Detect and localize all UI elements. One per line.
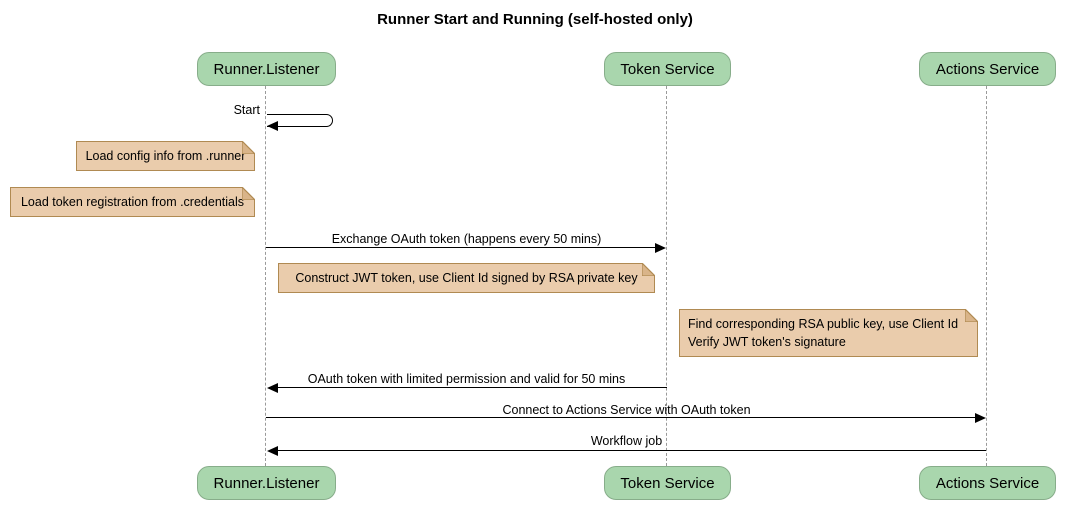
note-fold-corner-icon (242, 187, 255, 200)
message-start-arrowhead (267, 121, 278, 131)
diagram-title: Runner Start and Running (self-hosted on… (377, 11, 693, 28)
message-connect-actions-arrowhead (975, 413, 986, 423)
note-text: Load token registration from .credential… (20, 195, 245, 209)
message-workflow-job-arrowhead (267, 446, 278, 456)
note-text: Load config info from .runner (85, 149, 246, 163)
message-oauth-return-arrowhead (267, 383, 278, 393)
participant-actions-service-top: Actions Service (919, 52, 1056, 86)
note-load-token-registration: Load token registration from .credential… (10, 187, 255, 217)
message-connect-actions-line (266, 417, 981, 418)
lifeline-token-service (666, 86, 667, 466)
message-start-self-loop (267, 114, 333, 127)
message-workflow-job-line (272, 450, 986, 451)
participant-label: Actions Service (935, 474, 1040, 492)
participant-runner-listener-top: Runner.Listener (197, 52, 336, 86)
participant-runner-listener-bottom: Runner.Listener (197, 466, 336, 500)
note-fold-corner-icon (965, 309, 978, 322)
message-oauth-return-label: OAuth token with limited permission and … (307, 372, 626, 386)
message-connect-actions-label: Connect to Actions Service with OAuth to… (502, 403, 751, 417)
note-verify-jwt: Find corresponding RSA public key, use C… (679, 309, 978, 357)
message-start-label: Start (233, 103, 260, 117)
note-fold-corner-icon (642, 263, 655, 276)
note-load-config: Load config info from .runner (76, 141, 255, 171)
participant-label: Runner.Listener (213, 60, 320, 78)
note-text-line: Verify JWT token's signature (688, 335, 846, 349)
participant-token-service-top: Token Service (604, 52, 731, 86)
message-exchange-oauth-arrowhead (655, 243, 666, 253)
message-exchange-oauth-label: Exchange OAuth token (happens every 50 m… (331, 232, 602, 246)
note-fold-corner-icon (242, 141, 255, 154)
participant-label: Token Service (620, 474, 715, 492)
lifeline-runner-listener (265, 86, 266, 466)
participant-label: Actions Service (935, 60, 1040, 78)
participant-label: Runner.Listener (213, 474, 320, 492)
message-exchange-oauth-line (266, 247, 661, 248)
participant-actions-service-bottom: Actions Service (919, 466, 1056, 500)
message-workflow-job-label: Workflow job (590, 434, 663, 448)
message-oauth-return-line (272, 387, 667, 388)
note-construct-jwt: Construct JWT token, use Client Id signe… (278, 263, 655, 293)
note-text: Construct JWT token, use Client Id signe… (295, 271, 638, 285)
note-text-line: Find corresponding RSA public key, use C… (688, 317, 959, 331)
participant-token-service-bottom: Token Service (604, 466, 731, 500)
lifeline-actions-service (986, 86, 987, 466)
participant-label: Token Service (620, 60, 715, 78)
